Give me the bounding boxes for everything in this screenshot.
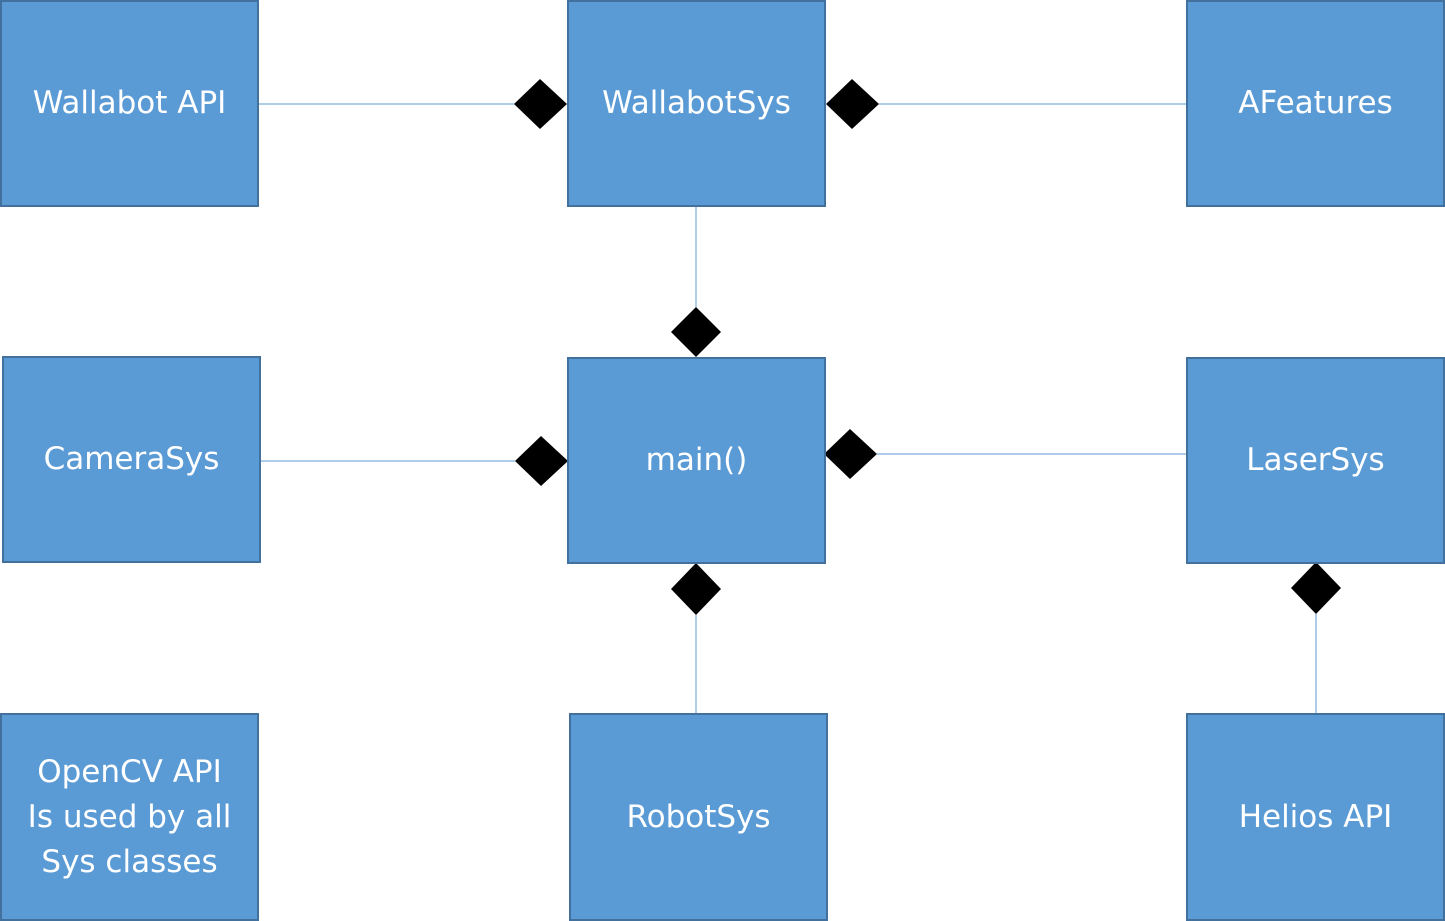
composition-diamond-camerasys (515, 436, 568, 486)
composition-diamond-afeatures (826, 79, 879, 129)
class-label: Wallabot API (32, 85, 227, 121)
composition-diamond-robotsys (671, 563, 721, 615)
class-label: RobotSys (626, 798, 771, 835)
composition-diamond-lasersys (824, 429, 877, 479)
class-label: WallabotSys (602, 85, 791, 121)
class-box-camerasys: CameraSys (2, 356, 261, 563)
class-box-helios-api: Helios API (1186, 713, 1445, 921)
class-label: CameraSys (43, 441, 220, 477)
class-box-wallabotsys: WallabotSys (567, 0, 826, 207)
class-box-lasersys: LaserSys (1186, 357, 1445, 564)
note-box-opencv: OpenCV API Is used by all Sys classes (0, 713, 259, 921)
class-label: LaserSys (1246, 442, 1385, 478)
note-label: OpenCV API Is used by all Sys classes (27, 753, 232, 880)
composition-diamond-wallabot-api (514, 79, 567, 129)
class-box-afeatures: AFeatures (1186, 0, 1445, 207)
class-box-main: main() (567, 357, 826, 564)
composition-diamond-helios (1291, 562, 1341, 614)
class-label: Helios API (1238, 798, 1393, 835)
class-label: main() (645, 442, 748, 478)
composition-diamond-wallabotsys (671, 307, 721, 357)
class-label: AFeatures (1238, 85, 1393, 121)
class-box-wallabot-api: Wallabot API (0, 0, 259, 207)
class-box-robotsys: RobotSys (569, 713, 828, 921)
